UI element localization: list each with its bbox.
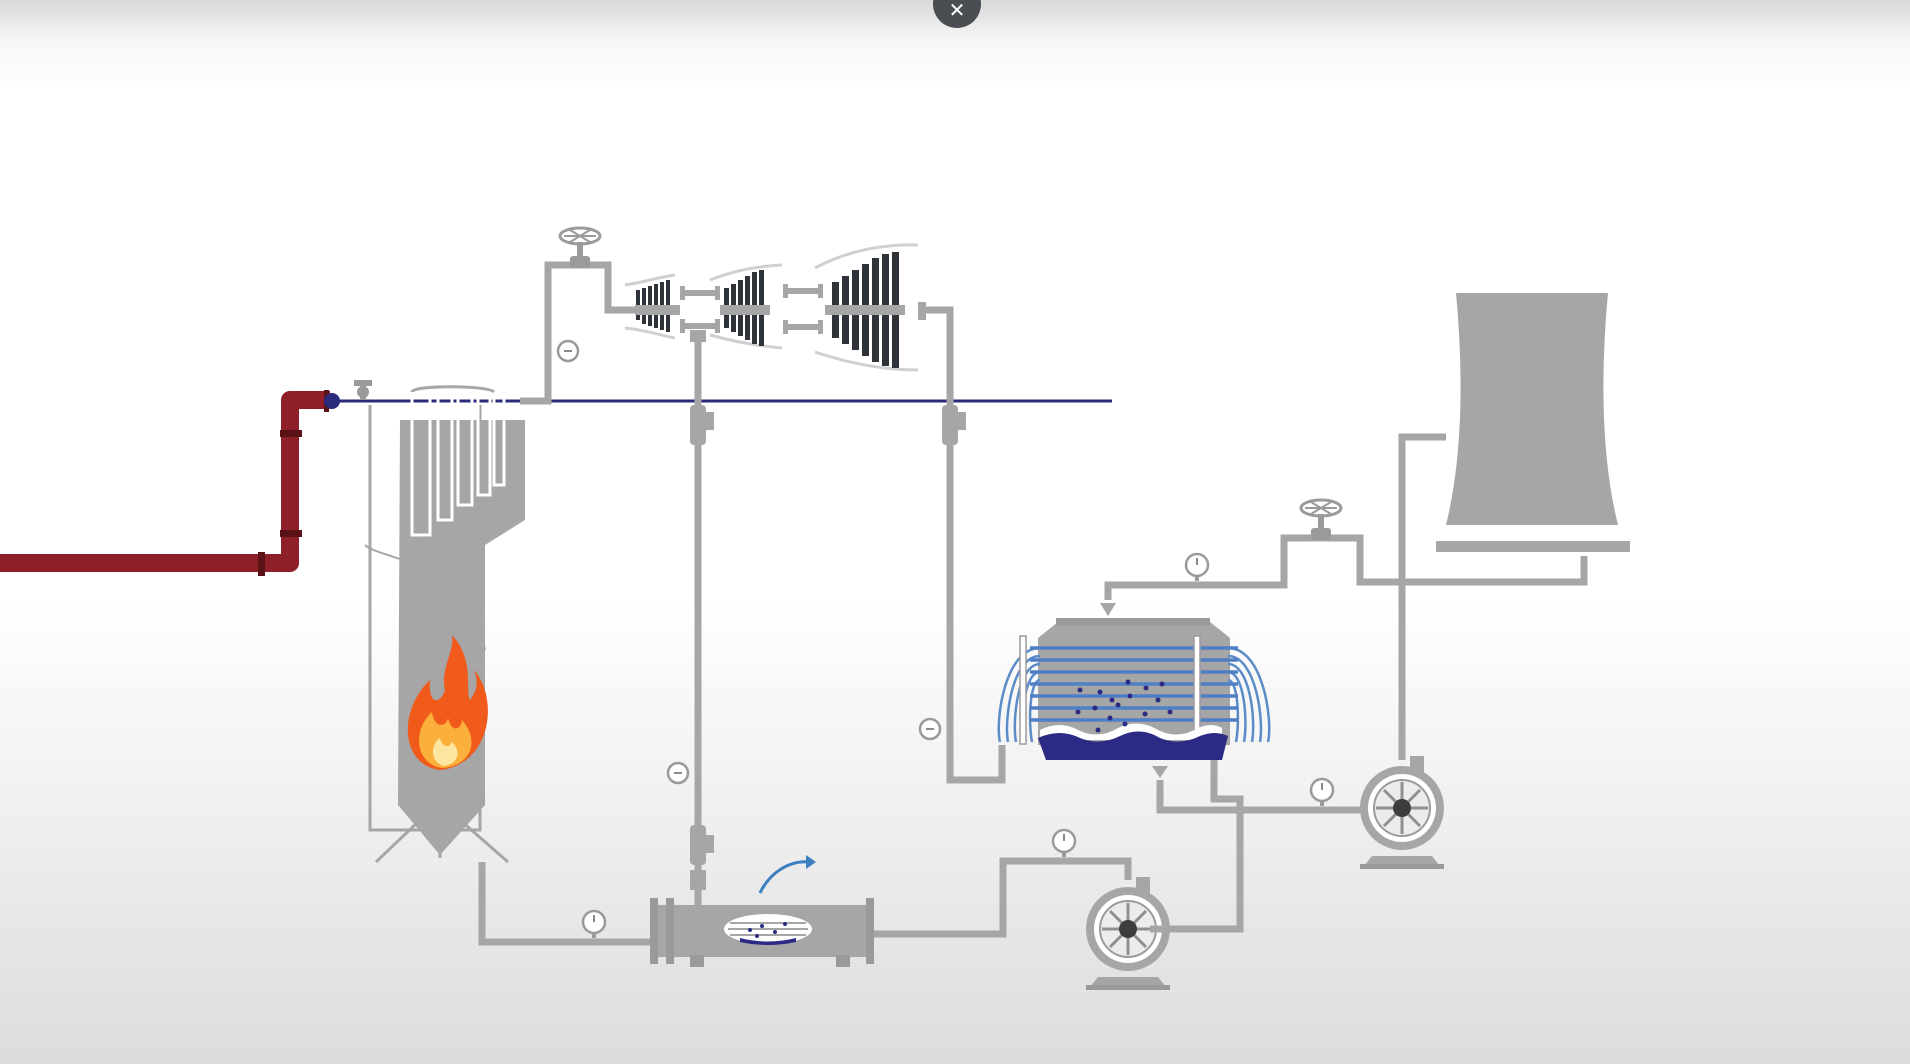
flow-arrow-icon: [758, 855, 816, 894]
pressure-gauge-icon: [1051, 828, 1077, 859]
flow-arrow-icon: [1152, 766, 1168, 778]
feedwater-pump-icon[interactable]: [1084, 875, 1172, 992]
steam-turbine: [624, 243, 919, 372]
feedwater-heater: [650, 898, 874, 967]
turbine-exhaust-pipe: [918, 302, 1006, 784]
pressure-gauge-icon: [556, 339, 580, 363]
pressure-gauge-icon: [918, 717, 942, 741]
pressure-gauge-icon: [666, 761, 690, 785]
boiler-outlet-pipe: [478, 862, 650, 946]
close-icon: ✕: [948, 0, 966, 22]
steam-line: [324, 380, 1112, 409]
pressure-gauge-icon: [1184, 552, 1210, 583]
pressure-gauge-icon: [581, 909, 607, 940]
cooling-water-valve-icon[interactable]: [1299, 498, 1343, 542]
flame-icon: [407, 635, 488, 770]
boiler-furnace: [364, 385, 525, 864]
feedwater-pipe: [874, 857, 1132, 938]
hot-inlet-pipe: [0, 390, 330, 576]
condensate-pipe: [1150, 745, 1390, 933]
cooling-tower: [1436, 293, 1630, 552]
condensate-pump-icon[interactable]: [1358, 754, 1446, 871]
turbine-supply-pipe: [520, 261, 640, 405]
extraction-pipe: [690, 330, 714, 930]
flow-arrow-icon: [1100, 603, 1116, 616]
pressure-gauge-icon: [1309, 777, 1335, 808]
condenser: [997, 618, 1271, 760]
